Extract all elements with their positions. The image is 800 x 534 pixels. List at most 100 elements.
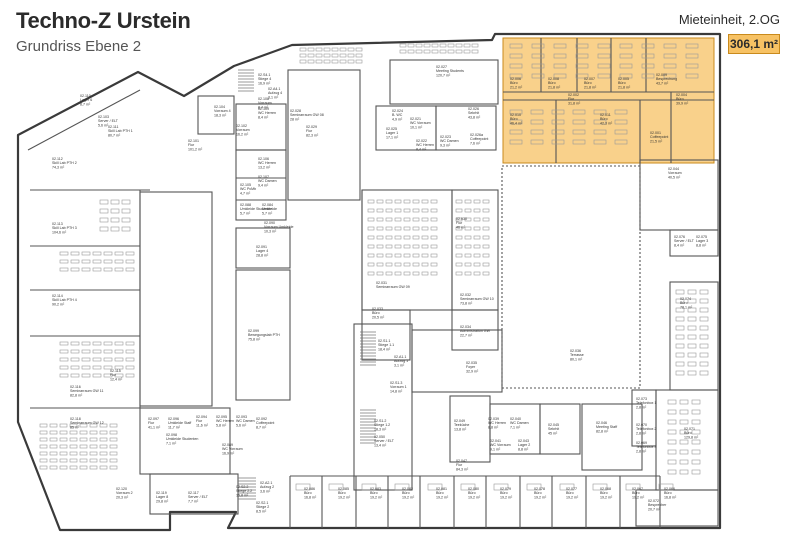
room-number: 02.044	[668, 167, 679, 171]
room-area: 84,3 m²	[456, 467, 469, 471]
room-area: 21,8 m²	[548, 85, 561, 89]
room-number: 02.079	[500, 487, 511, 491]
room-area: 8,7 m²	[256, 425, 267, 429]
room-name: Server / ELT	[674, 239, 695, 243]
room-area: 17,1 m²	[386, 135, 399, 139]
room-name: Meeting Students	[436, 69, 464, 73]
room-area: 3,6 m²	[260, 489, 271, 493]
room-area: 101,2 m²	[188, 147, 203, 151]
room-name: Lager 1	[386, 131, 398, 135]
room-name: Büro	[500, 491, 508, 495]
room-name: WC Herren	[416, 143, 434, 147]
room-number: 02.023	[440, 135, 451, 139]
room-number: 02.072	[648, 499, 659, 503]
room-area: 21,5 m²	[650, 139, 663, 143]
room-name: Lager 6	[80, 98, 92, 102]
room-name: Vorraum 1	[390, 385, 407, 389]
room-area: 2,8 m²	[636, 405, 647, 409]
room-number: 02.080	[468, 487, 479, 491]
desks-skill-lab-3	[59, 251, 135, 272]
room-name: Umkleide Studenten	[240, 207, 272, 211]
desks-south-offices	[295, 483, 674, 491]
room-name: Büro	[618, 81, 626, 85]
room-name: Stiege 1.1	[378, 343, 394, 347]
room-area: 5,6 m²	[236, 423, 247, 427]
room-number: 02.090	[264, 221, 275, 225]
room-number: 02.081	[436, 487, 447, 491]
room-number: 02.050	[374, 435, 385, 439]
room-name: Büro	[664, 491, 672, 495]
room-number: 02.033	[372, 307, 383, 311]
room-number: 02.111	[108, 125, 118, 129]
room-area: 73,8 m²	[460, 301, 473, 305]
room-area: 4,7 m²	[240, 191, 251, 195]
desks-rental-unit-south	[509, 109, 628, 145]
room-area: 90,2 m²	[52, 302, 65, 306]
room-area: 8,4 m²	[674, 243, 685, 247]
room-area: 8,8 m²	[488, 425, 499, 429]
room-area: 9,4 m²	[258, 183, 269, 187]
room-name: Seminarraum GW 12	[70, 421, 104, 425]
room-area: 80,7 m²	[108, 133, 121, 137]
room-area: 14,8 m²	[390, 389, 403, 393]
room-number: 02.120	[116, 487, 127, 491]
room-number: 02.116	[70, 385, 81, 389]
room-name: Coffeepoint	[470, 137, 488, 141]
room-number: 02.069	[636, 441, 647, 445]
room-area: 16,9 m²	[258, 81, 271, 85]
room-number: 02.034	[460, 325, 471, 329]
room-number: 02.024	[392, 109, 403, 113]
room-name: Administration GW	[460, 329, 491, 333]
room-area: 8,4 m²	[416, 147, 427, 151]
room-area: 80,1 m²	[570, 357, 583, 361]
room-number: 02.049	[454, 419, 465, 423]
room-name: Flur	[110, 373, 117, 377]
room-area: 85 m²	[70, 425, 80, 429]
room-name: Flur	[306, 129, 313, 133]
room-area: 2,8 m²	[636, 449, 647, 453]
room-name: Meeting Staff	[596, 425, 617, 429]
room-area: 7,7 m²	[188, 499, 199, 503]
room-number: 02.118	[70, 417, 81, 421]
building-outline	[16, 32, 722, 532]
desks-office-east	[675, 289, 709, 376]
room-number: 02.108	[258, 97, 269, 101]
room-name: Stiege 4	[258, 77, 271, 81]
room-area: 5,7 m²	[240, 211, 251, 215]
room-name: WC Herren	[258, 111, 276, 115]
room-name: Skill Lab PTH 2	[52, 161, 77, 165]
room-area: 19,2 m²	[632, 495, 645, 499]
room-number: 02.011	[600, 113, 611, 117]
room-area: 19,2 m²	[600, 495, 613, 499]
room-number: 02.021	[410, 117, 421, 121]
